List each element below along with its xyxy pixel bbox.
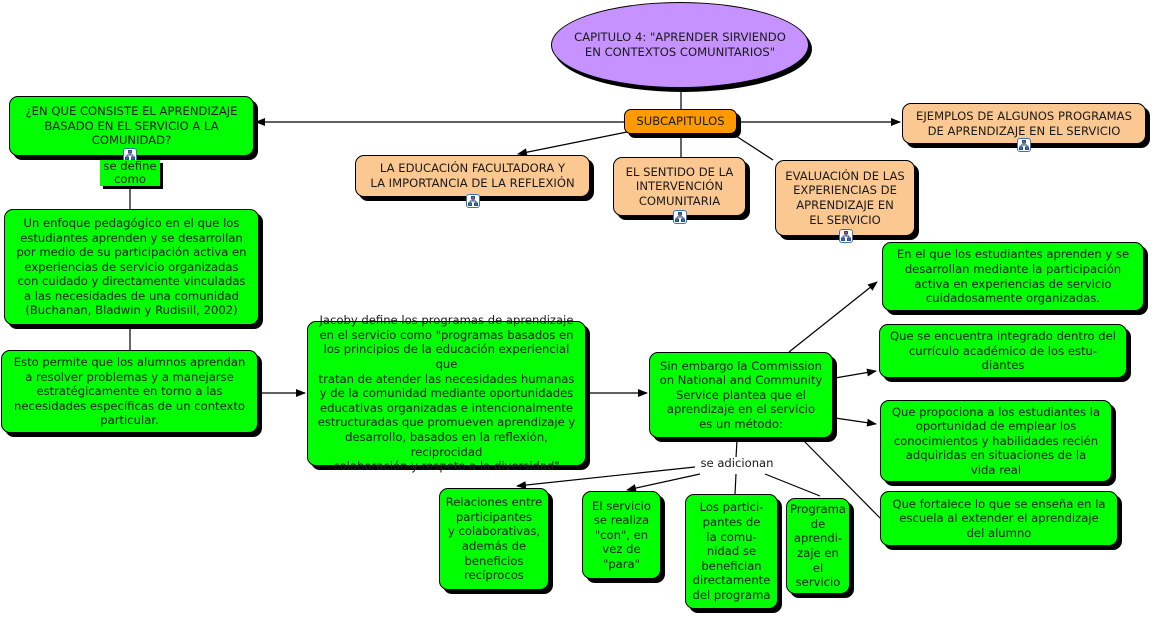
commission-label: Sin embargo la Commission on National an…	[659, 358, 823, 431]
method-item[interactable]: Que fortalece lo que se enseña en la esc…	[880, 491, 1118, 546]
allows-node[interactable]: Esto permite que los alumnos aprendan a …	[1, 350, 258, 433]
hub-subcapitulos[interactable]: SUBCAPITULOS	[624, 109, 737, 134]
question-label: ¿EN QUE CONSISTE EL APRENDIZAJE BASADO E…	[25, 104, 238, 148]
addition-item[interactable]: Relaciones entre participantes y colabor…	[439, 488, 549, 590]
submap-icon[interactable]	[1017, 138, 1031, 152]
commission-node[interactable]: Sin embargo la Commission on National an…	[649, 352, 833, 438]
subchapter-label: LA EDUCACIÓN FACULTADORA Y LA IMPORTANCI…	[370, 161, 575, 190]
method-item-label: Que fortalece lo que se enseña en la esc…	[892, 496, 1106, 540]
link-adds-add2	[626, 473, 701, 492]
link-hub-sub1	[517, 131, 628, 157]
root-concept-label: CAPITULO 4: "APRENDER SIRVIENDO EN CONTE…	[574, 30, 786, 59]
jacoby-node[interactable]: Jacoby define los programas de aprendiza…	[307, 313, 586, 473]
method-item[interactable]: En el que los estudiantes aprenden y se …	[882, 242, 1144, 311]
addition-item-label: El servicio se realiza "con", en vez de …	[592, 498, 651, 571]
method-item-label: En el que los estudiantes aprenden y se …	[896, 247, 1130, 306]
method-item[interactable]: Que propociona a los estudiantes la opor…	[880, 400, 1112, 482]
submap-icon[interactable]	[466, 194, 480, 208]
link-commission-item3	[834, 417, 877, 427]
jacoby-label: Jacoby define los programas de aprendiza…	[317, 313, 576, 474]
subchapter-educacion-facultadora[interactable]: LA EDUCACIÓN FACULTADORA Y LA IMPORTANCI…	[355, 155, 590, 197]
definition-node[interactable]: Un enfoque pedagógico en el que los estu…	[4, 209, 259, 325]
submap-icon[interactable]	[839, 229, 853, 243]
allows-label: Esto permite que los alumnos aprendan a …	[13, 355, 246, 428]
link-hub-sub3	[732, 133, 774, 161]
question-node[interactable]: ¿EN QUE CONSISTE EL APRENDIZAJE BASADO E…	[9, 96, 254, 156]
addition-item-label: Relaciones entre participantes y colabor…	[445, 495, 543, 583]
link-commission-item1	[788, 281, 878, 353]
link-adds-add3	[734, 473, 737, 495]
method-item-label: Que propociona a los estudiantes la opor…	[891, 404, 1101, 477]
addition-item[interactable]: El servicio se realiza "con", en vez de …	[582, 491, 661, 579]
subchapter-sentido-intervencion[interactable]: EL SENTIDO DE LA INTERVENCIÓN COMUNITARI…	[613, 157, 746, 216]
examples-label: EJEMPLOS DE ALGUNOS PROGRAMAS DE APRENDI…	[916, 108, 1132, 138]
addition-item[interactable]: Programa de aprendi- zaje en el servicio	[786, 498, 850, 594]
link-label-se-adicionan: se adicionan	[695, 457, 779, 470]
link-adds-add4	[764, 473, 821, 497]
subchapter-label: EVALUACIÓN DE LAS EXPERIENCIAS DE APREND…	[785, 168, 905, 227]
method-item-label: Que se encuentra integrado dentro del cu…	[890, 329, 1116, 373]
subchapter-evaluacion[interactable]: EVALUACIÓN DE LAS EXPERIENCIAS DE APREND…	[775, 160, 915, 236]
addition-item-label: Programa de aprendi- zaje en el servicio	[789, 502, 847, 590]
link-commission-item2	[834, 368, 877, 379]
addition-item-label: Los partici- pantes de la comu- nidad se…	[692, 500, 771, 602]
root-concept-chapter-4[interactable]: CAPITULO 4: "APRENDER SIRVIENDO EN CONTE…	[551, 2, 809, 88]
examples-node[interactable]: EJEMPLOS DE ALGUNOS PROGRAMAS DE APRENDI…	[902, 103, 1146, 144]
submap-icon[interactable]	[673, 210, 687, 224]
method-item[interactable]: Que se encuentra integrado dentro del cu…	[879, 324, 1127, 378]
hub-label: SUBCAPITULOS	[636, 114, 725, 129]
definition-label: Un enfoque pedagógico en el que los estu…	[16, 215, 247, 318]
link-label-se-define-como: se define como	[100, 160, 160, 186]
addition-item[interactable]: Los partici- pantes de la comu- nidad se…	[685, 494, 778, 609]
subchapter-label: EL SENTIDO DE LA INTERVENCIÓN COMUNITARI…	[625, 164, 734, 208]
